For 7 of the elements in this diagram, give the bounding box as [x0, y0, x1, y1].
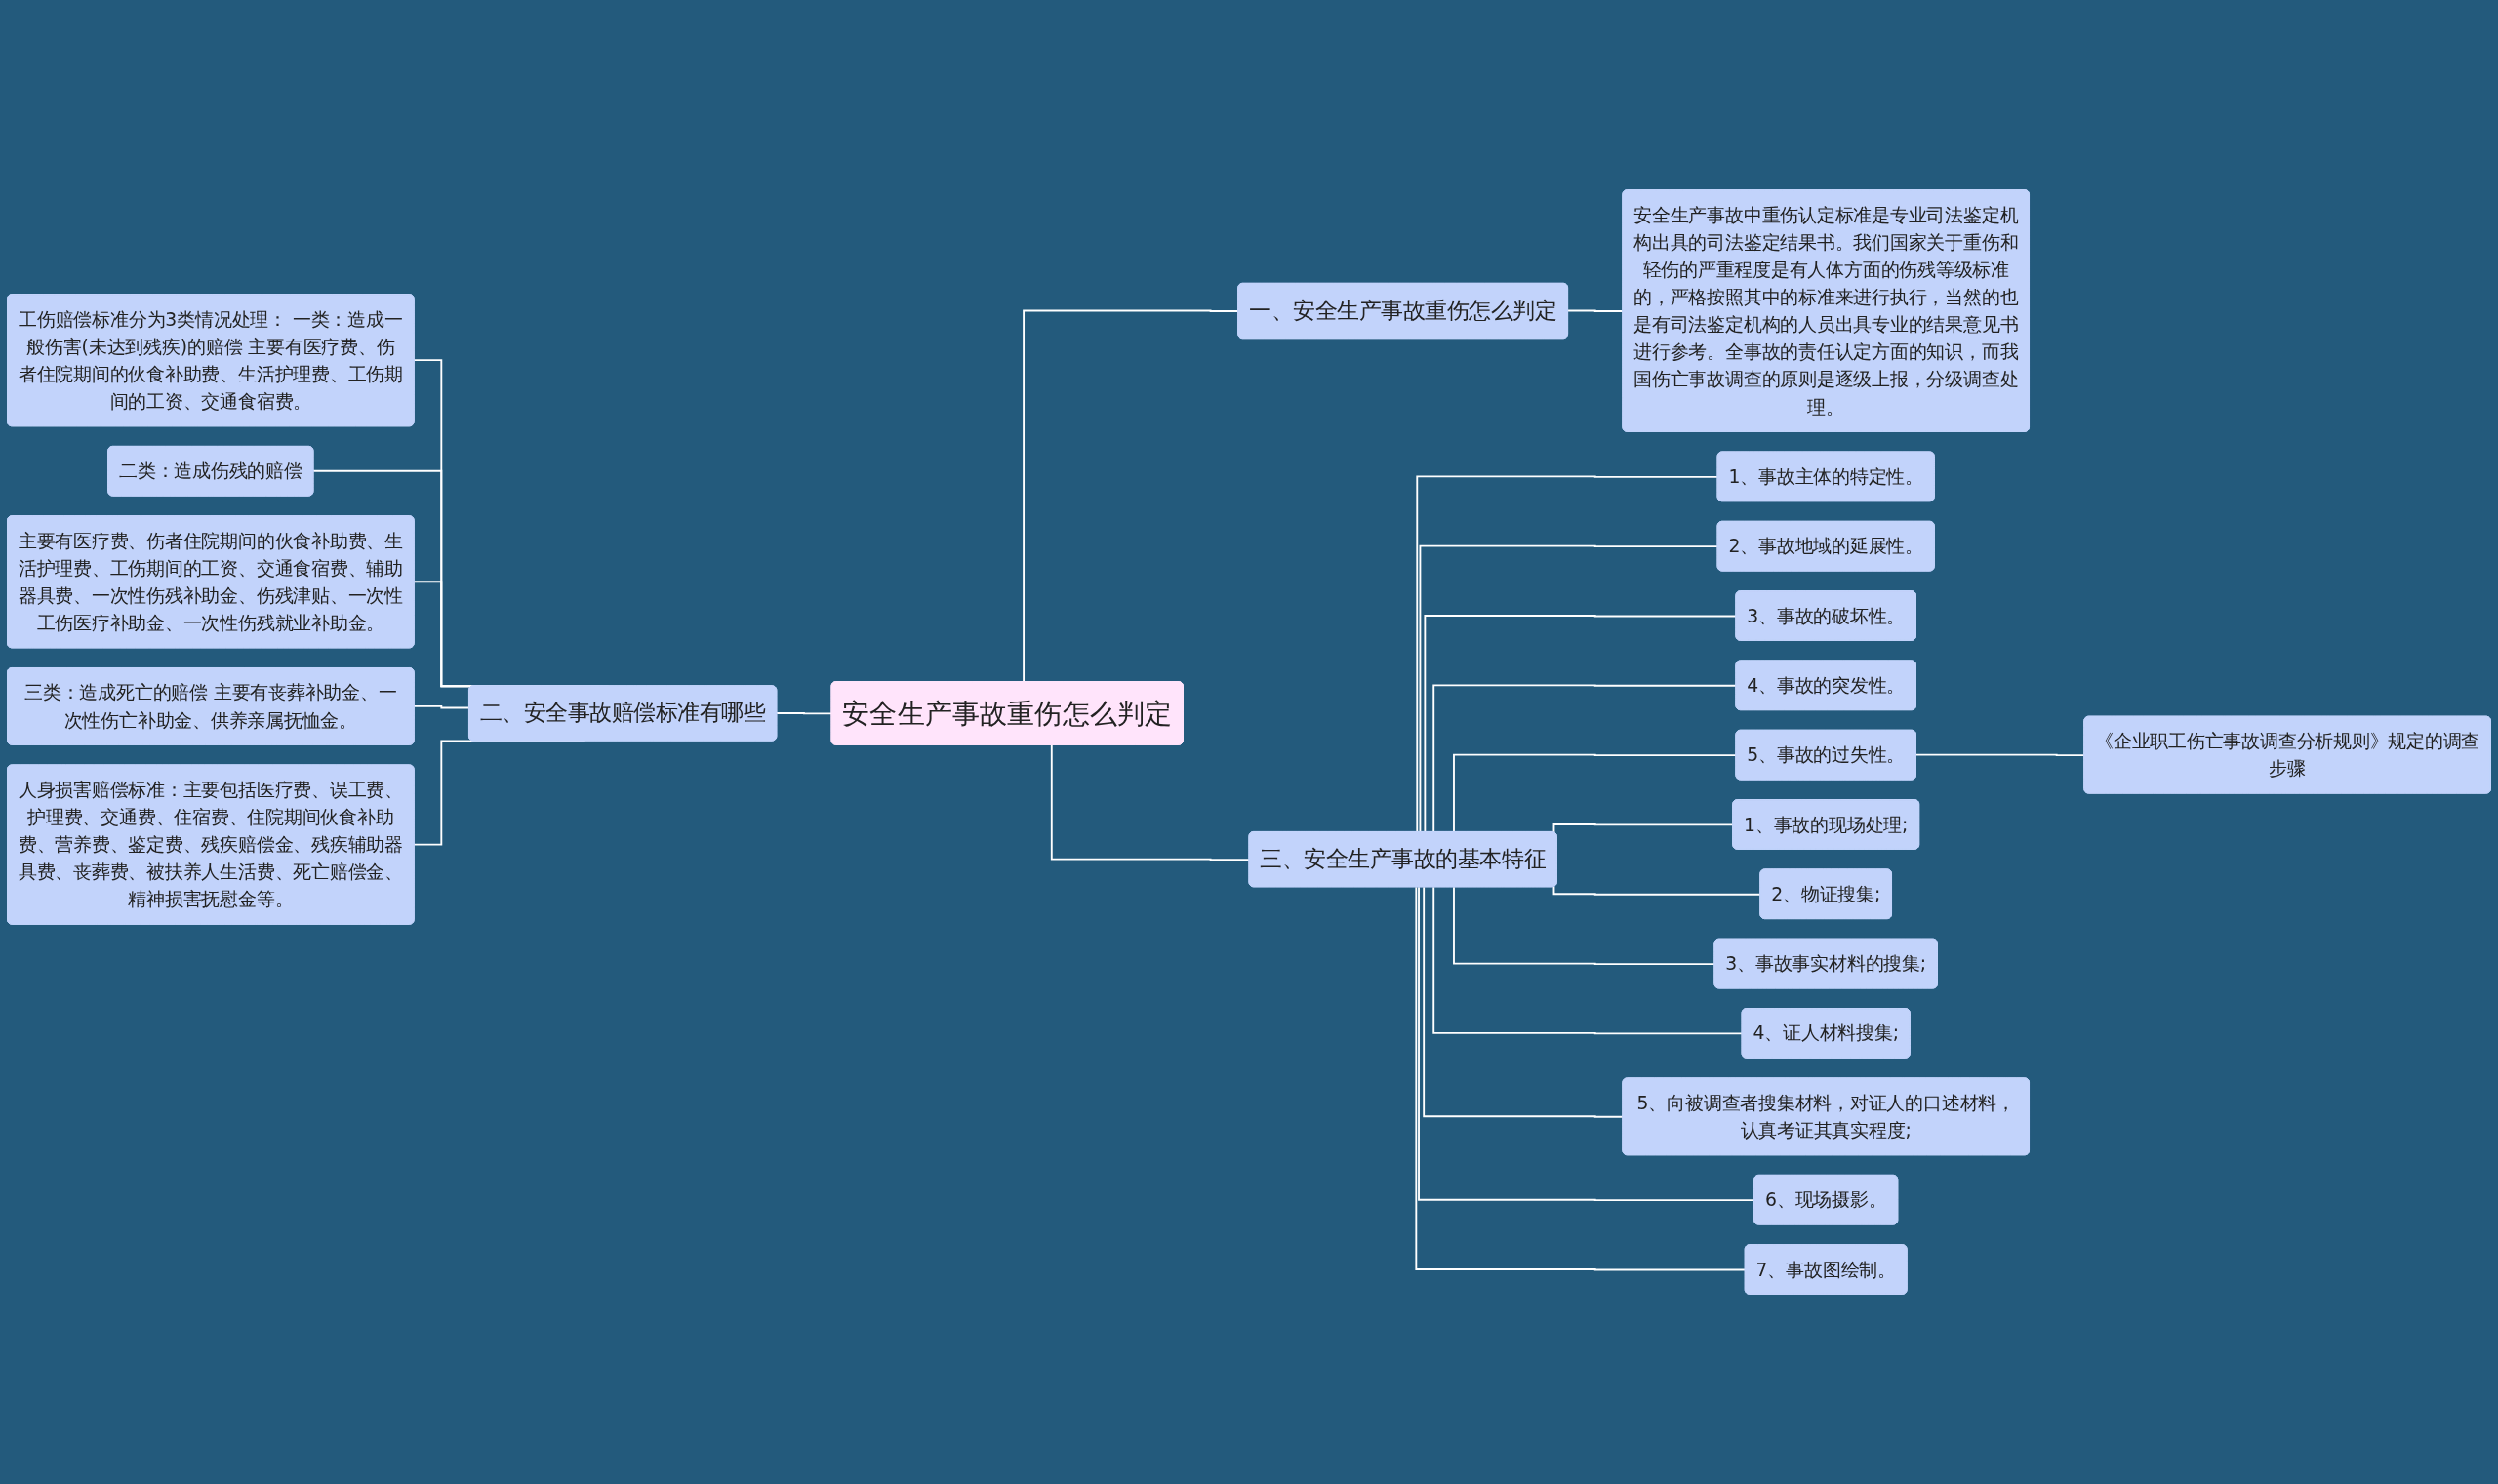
connector [1432, 886, 1744, 1035]
connector [776, 712, 833, 715]
connector [1415, 886, 1747, 1271]
connector [413, 704, 470, 709]
connector [1416, 475, 1719, 833]
connector [1419, 544, 1719, 833]
connector [1050, 743, 1251, 862]
